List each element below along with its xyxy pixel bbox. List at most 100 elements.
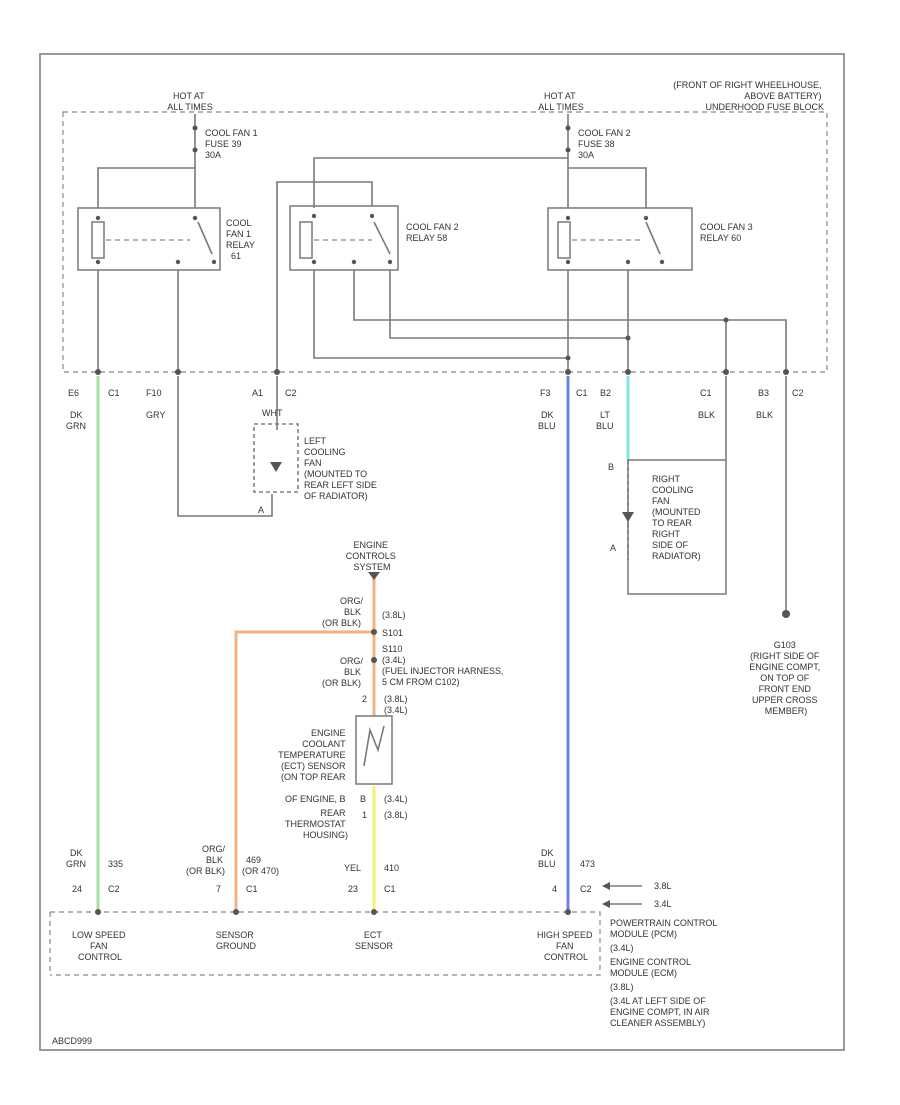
right-fan-pin-b-label: B	[608, 462, 614, 472]
connector-c1-pin	[723, 369, 729, 375]
ect-sensor-label: ENGINE COOLANT TEMPERATURE (ECT) SENSOR …	[278, 728, 348, 840]
ect-pin-b-label: B	[360, 794, 366, 804]
splice-dot	[625, 335, 631, 341]
engine-controls-arrow-icon	[368, 572, 380, 580]
pcm-ecm-label: POWERTRAIN CONTROL MODULE (PCM) (3.4L) E…	[610, 918, 720, 1028]
dk-grn-335-label: DK GRN 335	[66, 848, 123, 869]
left-cooling-fan	[253, 423, 299, 493]
relay3-pin-dot	[625, 259, 631, 265]
fuse-block-label: (FRONT OF RIGHT WHEELHOUSE, ABOVE BATTER…	[673, 80, 824, 112]
wht-wire-label: WHT	[262, 408, 283, 418]
arrow-left-icon	[602, 900, 610, 908]
hot-at-all-times-label-2: HOT AT ALL TIMES	[538, 91, 584, 112]
pcm-outline	[50, 911, 601, 976]
ect-sensor	[355, 715, 393, 785]
pin-7-c1-label: 7 C1	[216, 884, 258, 894]
fuse2-branch	[567, 167, 647, 208]
relay2-to-f3-wire	[313, 270, 568, 359]
wire-f3-color-label: DK BLU	[538, 410, 556, 431]
relay1-coil	[91, 221, 105, 259]
relay1-pin-dot	[211, 259, 217, 265]
fuse2-label: COOL FAN 2 FUSE 38 30A	[578, 128, 633, 160]
fuse1-branch	[97, 167, 196, 208]
relay2-coil	[299, 221, 313, 259]
connector-f10-pin	[175, 369, 181, 375]
low-speed-fan-control-label: LOW SPEED FAN CONTROL	[72, 930, 128, 962]
pin-f3-label: F3 C1	[540, 388, 588, 398]
fuse1-label: COOL FAN 1 FUSE 39 30A	[205, 128, 260, 160]
g103-ground-label: G103 (RIGHT SIDE OF ENGINE COMPT, ON TOP…	[749, 640, 823, 716]
ect-thermistor-icon	[363, 725, 385, 767]
pin-a1-label: A1 C2	[252, 388, 297, 398]
relay2-pin-dot	[311, 259, 317, 265]
fuse2-terminal-bottom	[565, 147, 571, 153]
underhood-fuse-block-outline	[62, 111, 828, 373]
relay2-label: COOL FAN 2 RELAY 58	[406, 222, 461, 243]
relay1-label: COOL FAN 1 RELAY 61	[226, 218, 257, 261]
pin-f10-label: F10	[146, 388, 162, 398]
right-fan-label: RIGHT COOLING FAN (MOUNTED TO REAR RIGHT…	[652, 474, 703, 561]
org-blk-469-label: ORG/ BLK (OR BLK) 469 (OR 470)	[186, 844, 279, 876]
pin-b2-label: B2	[600, 388, 611, 398]
sensor-ground-label: SENSOR GROUND	[216, 930, 257, 951]
relay3-switch	[645, 221, 661, 255]
relay3-pin-dot	[565, 259, 571, 265]
connector-b3-pin	[783, 369, 789, 375]
wire-e6-color-label: DK GRN	[66, 410, 86, 431]
relay3-pin-dot	[565, 215, 571, 221]
org-blk-wire-label-1: ORG/ BLK (OR BLK)	[322, 596, 366, 628]
cool-fan-3-relay	[547, 207, 693, 271]
left-fan-pin-a-label: A	[258, 505, 264, 515]
hot-at-all-times-label-1: HOT AT ALL TIMES	[167, 91, 213, 112]
wire-b2-color-label: LT BLU	[596, 410, 614, 431]
relay1-pin-dot	[175, 259, 181, 265]
high-speed-fan-control-label: HIGH SPEED FAN CONTROL	[537, 930, 595, 962]
dk-blu-473-label: DK BLU 473	[538, 848, 595, 869]
org-blk-wire-to-pcm	[234, 630, 374, 912]
ect-sensor-signal-label: ECT SENSOR	[355, 930, 394, 951]
left-fan-label: LEFT COOLING FAN (MOUNTED TO REAR LEFT S…	[304, 436, 379, 501]
g103-ground-point	[782, 610, 790, 618]
pin-c1-label: C1	[700, 388, 712, 398]
splice-dot	[723, 317, 729, 323]
relay3-pin-dot	[659, 259, 665, 265]
relay2-pin-dot	[387, 259, 393, 265]
pin-e6-label: E6 C1	[68, 388, 120, 398]
relay2-to-a1-wire	[276, 181, 373, 372]
relay3-label: COOL FAN 3 RELAY 60	[700, 222, 755, 243]
relay3-pin-dot	[643, 215, 649, 221]
fuse2-to-relay2-wire	[313, 157, 568, 208]
splice-dot	[565, 355, 571, 361]
connector-a1-pin	[274, 369, 280, 375]
s110-splice-dot	[371, 657, 377, 663]
connector-b2-pin	[625, 369, 631, 375]
right-fan-motor-icon	[622, 512, 634, 522]
connector-e6-pin	[95, 369, 101, 375]
arrow-left-icon	[602, 882, 610, 890]
relay2-switch	[373, 221, 391, 255]
relay2-to-relay3-wire	[389, 270, 628, 339]
relay2-pin-dot	[311, 213, 317, 219]
yel-410-label: YEL 410	[344, 863, 399, 873]
pcm-pin-4	[565, 909, 571, 915]
ground-bus-wire	[353, 270, 787, 372]
gry-wire	[177, 376, 273, 517]
pin-23-c1-label: 23 C1	[348, 884, 396, 894]
relay1-pin-dot	[192, 215, 198, 221]
pin-4-c2-label: 4 C2	[552, 884, 592, 894]
left-fan-motor-icon	[270, 462, 282, 472]
relay3-coil	[557, 221, 571, 259]
pcm-pin-23	[371, 909, 377, 915]
wire-b3-color-label: BLK	[756, 410, 773, 420]
relay1-switch	[197, 221, 213, 255]
relay1-pin-dot	[95, 215, 101, 221]
diagram-frame	[39, 53, 845, 1051]
org-blk-wire-label-2: ORG/ BLK (OR BLK)	[322, 656, 366, 688]
fuse1-terminal-top	[192, 125, 198, 131]
s101-splice-dot	[371, 629, 377, 635]
ect-pin-top-label: 2 (3.8L) (3.4L)	[362, 694, 410, 715]
wire-f10-color-label: GRY	[146, 410, 165, 420]
engine-variants-label: 3.8L 3.4L	[654, 881, 674, 909]
wire-c1-color-label: BLK	[698, 410, 715, 420]
